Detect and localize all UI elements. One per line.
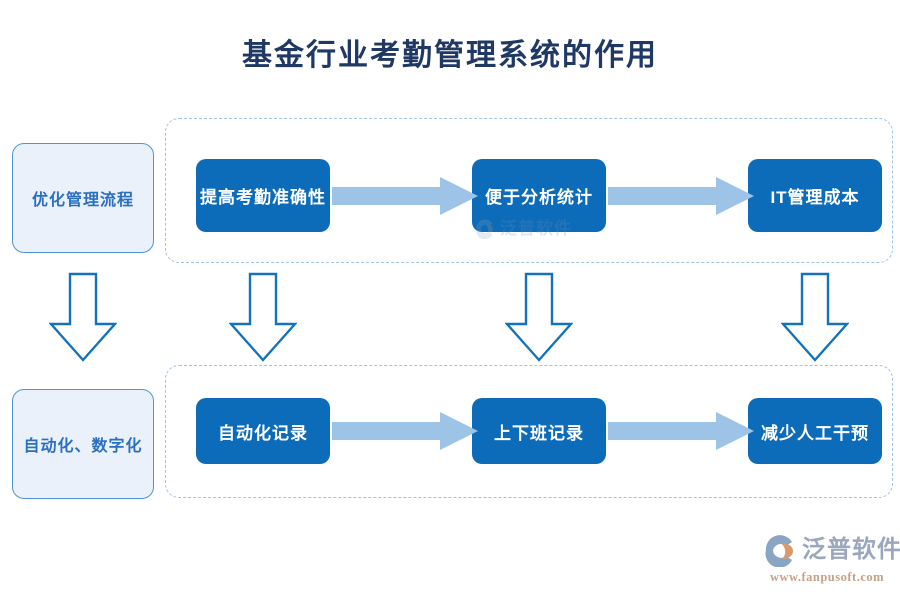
watermark-logo: 泛普软件 www.fanpusoft.com bbox=[762, 533, 900, 589]
right-arrow-icon bbox=[332, 412, 478, 450]
down-arrow-icon bbox=[48, 272, 118, 362]
page-title: 基金行业考勤管理系统的作用 bbox=[242, 39, 658, 72]
right-arrow-icon bbox=[608, 177, 754, 215]
process-node-top-1[interactable]: 提高考勤准确性 bbox=[196, 159, 330, 232]
process-node-top-2[interactable]: 便于分析统计 bbox=[472, 159, 606, 232]
down-arrow-icon bbox=[780, 272, 850, 362]
watermark-url: www.fanpusoft.com bbox=[769, 570, 885, 584]
watermark-brand: 泛普软件 bbox=[802, 537, 900, 563]
group-container-bottom bbox=[165, 365, 893, 498]
process-node-bottom-3[interactable]: 减少人工干预 bbox=[748, 398, 882, 464]
category-box-optimize-process[interactable]: 优化管理流程 bbox=[12, 143, 154, 253]
group-container-top bbox=[165, 118, 893, 263]
process-node-top-3[interactable]: IT管理成本 bbox=[748, 159, 882, 232]
right-arrow-icon bbox=[332, 177, 478, 215]
process-node-bottom-1[interactable]: 自动化记录 bbox=[196, 398, 330, 464]
down-arrow-icon bbox=[228, 272, 298, 362]
fanpu-logo-icon bbox=[765, 535, 793, 567]
category-box-automation-digitization[interactable]: 自动化、数字化 bbox=[12, 389, 154, 499]
right-arrow-icon bbox=[608, 412, 754, 450]
down-arrow-icon bbox=[504, 272, 574, 362]
process-node-bottom-2[interactable]: 上下班记录 bbox=[472, 398, 606, 464]
